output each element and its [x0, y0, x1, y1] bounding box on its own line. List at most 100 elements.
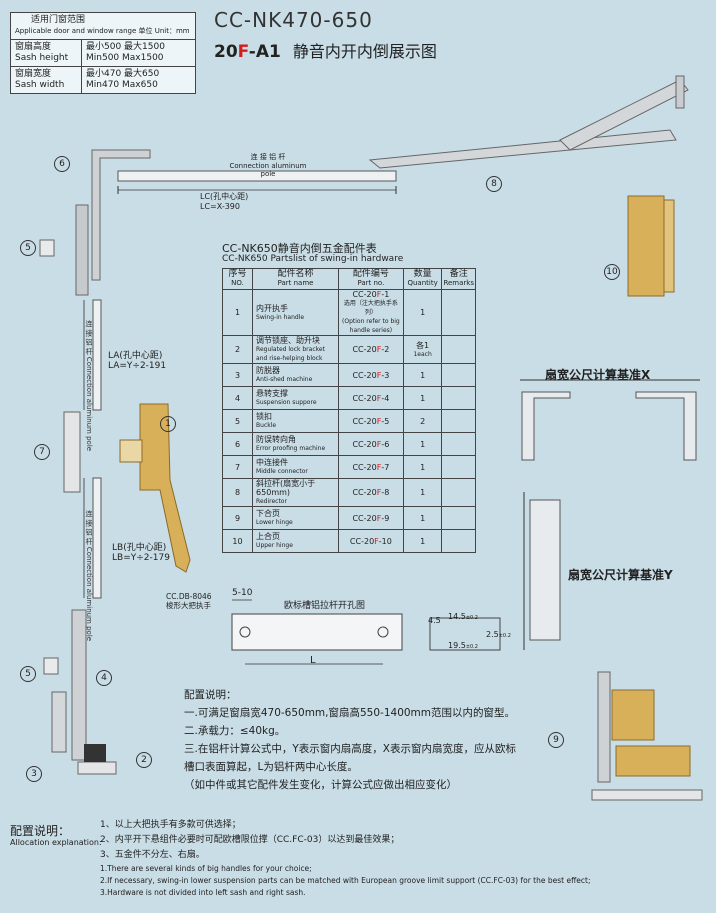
part-code-prefix: CC-20	[352, 439, 377, 449]
part-name-cn: 锁扣	[256, 412, 273, 421]
part-code: CC-20F-8	[340, 488, 402, 497]
lc-dimension: LC(孔中心距) LC=X-390	[200, 191, 248, 211]
la-dimension: LA(孔中心距) LA=Y÷2-191	[108, 348, 166, 371]
part-number-cell: 9	[221, 506, 254, 530]
lock-block-2	[84, 744, 106, 762]
lb-label: LB(孔中心距)	[112, 543, 167, 553]
part-qty-cell: 1	[402, 478, 443, 507]
part-name-cn: 上合页	[256, 532, 281, 541]
redirector-8	[368, 129, 677, 169]
handle-code: CC.DB-8046	[166, 592, 212, 601]
part-name-en: Lower hinge	[256, 519, 293, 526]
lc-formula: LC=X-390	[200, 202, 240, 211]
allocation-item-en: 3.Hardware is not divided into left sash…	[100, 888, 306, 897]
part-name-en: Swing-in handle	[256, 313, 305, 321]
part-remarks-cell	[441, 335, 476, 364]
callout-3: 3	[26, 766, 42, 782]
part-name-cn: 防脱器	[256, 366, 281, 375]
part-code-cell: CC-20F-4	[338, 386, 404, 410]
part-remarks-cell	[441, 455, 476, 479]
part-code-note-en: (Option refer to big handle series)	[342, 318, 400, 334]
part-code: CC-20F-4	[340, 394, 402, 403]
part-code-suffix: -9	[381, 513, 390, 523]
dim-2-5-value: 2.5	[486, 630, 499, 639]
part-qty: 1	[420, 393, 426, 403]
dim-4-5: 4.5	[428, 616, 441, 625]
part-number-cell: 2	[221, 335, 254, 364]
parts-header-cn: 数量	[413, 269, 432, 279]
dim-14-5-value: 14.5	[448, 612, 466, 621]
callout-6: 6	[54, 156, 70, 172]
part-number-cell: 4	[221, 386, 254, 410]
part-code-f: F	[376, 345, 382, 354]
part-name-en: Suspension suppore	[256, 399, 317, 406]
config-note-line: 二.承载力：≤40kg。	[184, 725, 286, 737]
handle-caption: CC.DB-8046 梭形大把执手	[166, 592, 212, 610]
part-code-prefix: CC-20	[352, 393, 377, 403]
corner-drive-6	[91, 149, 151, 281]
part-code-f: F	[374, 536, 379, 546]
part-remarks-cell	[441, 409, 476, 433]
dim-19-5: 19.5±0.2	[448, 641, 478, 650]
height-label-en: Sash height	[15, 53, 69, 63]
parts-title-cn: CC-NK650静音内倒五金配件表	[222, 242, 377, 255]
buckle-5-bottom	[43, 657, 59, 675]
part-qty-en: 1each	[413, 350, 432, 358]
part-qty-cell: 1	[402, 363, 443, 387]
allocation-title-en: Allocation explanation:	[10, 838, 102, 847]
dim-2-5: 2.5±0.2	[486, 630, 511, 639]
middle-connector-7	[63, 411, 81, 493]
dim-14-5: 14.5±0.2	[448, 612, 478, 621]
part-code-cell: CC-20F-2	[338, 335, 404, 364]
lb-formula: LB=Y÷2-179	[112, 553, 170, 563]
part-qty: 1	[420, 462, 426, 472]
config-note-line: 三.在铝杆计算公式中，Y表示窗内扇高度，X表示窗内扇宽度，应从欧标	[184, 743, 516, 755]
range-title-en: Applicable door and window range	[15, 27, 137, 35]
left-pole-label-lower-en: Connection aluminum pole	[85, 546, 93, 642]
callout-4: 4	[96, 670, 112, 686]
top-pole-label-cn: 连 接 铝 杆	[250, 153, 286, 161]
config-note-line: 一.可满足窗扇宽470-650mm,窗扇高550-1400mm范围以内的窗型。	[184, 707, 516, 719]
width-label-en: Sash width	[15, 80, 65, 90]
width-label-cell: 窗扇宽度 Sash width	[10, 66, 82, 94]
la-label: LA(孔中心距)	[108, 351, 163, 361]
parts-header-cn: 序号	[228, 269, 247, 279]
config-note-line: 槽口表面算起，L为铝杆两中心长度。	[184, 761, 358, 773]
allocation-item-cn: 3、五金件不分左、右扇。	[100, 850, 205, 860]
part-name-en: Regulated lock bracket and rise-helping …	[256, 346, 325, 362]
left-pole-label: 连 接 铝 杆 Connection aluminum pole	[84, 320, 94, 451]
part-name-cn: 中连接件	[256, 458, 289, 467]
part-code-prefix: CC-20	[352, 345, 377, 354]
left-pole-label-en: Connection aluminum pole	[85, 356, 93, 452]
dim-14-5-tol: ±0.2	[465, 615, 478, 621]
part-remarks-cell	[441, 432, 476, 456]
callout-5-bottom: 5	[20, 666, 36, 682]
part-remarks-cell	[441, 289, 476, 336]
allocation-item-en: 1.There are several kinds of big handles…	[100, 864, 312, 873]
part-code: CC-20F-10	[340, 537, 402, 546]
part-qty: 1	[420, 308, 426, 317]
part-code-prefix: CC-20	[352, 370, 377, 380]
profile-y	[529, 499, 561, 641]
part-remarks-cell	[441, 529, 476, 553]
allocation-title-cn: 配置说明：	[10, 824, 71, 838]
part-qty: 1	[420, 488, 426, 497]
part-code-suffix: -7	[381, 462, 390, 472]
left-pole-label-lower-cn: 连 接 铝 杆	[85, 510, 93, 545]
part-code-f: F	[376, 439, 382, 449]
part-code-f: F	[376, 462, 382, 472]
